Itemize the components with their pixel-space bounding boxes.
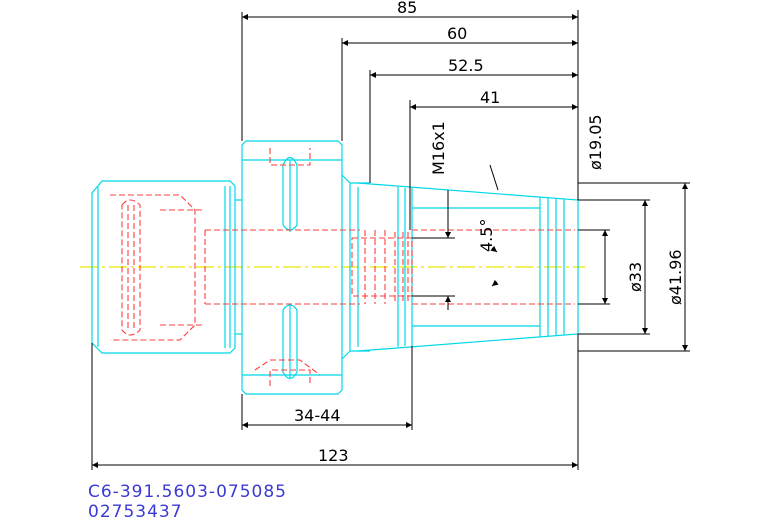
dia-33-label: ø33 bbox=[626, 262, 645, 292]
part-number: C6-391.5603-075085 bbox=[88, 482, 287, 502]
dimension-lines bbox=[91, 10, 690, 470]
holder-outline bbox=[91, 140, 579, 395]
dim-60-label: 60 bbox=[447, 24, 467, 43]
angle-label: 4.5° bbox=[477, 219, 496, 252]
dia-19-05-label: ø19.05 bbox=[586, 114, 605, 170]
dim-123-label: 123 bbox=[318, 446, 349, 465]
thread-label: M16x1 bbox=[429, 121, 448, 175]
dim-52-5-label: 52.5 bbox=[448, 56, 484, 75]
dim-41-label: 41 bbox=[480, 88, 500, 107]
dim-34-44-label: 34-44 bbox=[294, 406, 341, 425]
dim-85-label: 85 bbox=[397, 0, 417, 17]
nose-outline bbox=[357, 182, 579, 352]
code-number: 02753437 bbox=[88, 502, 183, 522]
flange-outline bbox=[241, 140, 343, 395]
shank-outline bbox=[91, 180, 236, 354]
hidden-lines bbox=[110, 148, 575, 386]
dia-41-96-label: ø41.96 bbox=[666, 249, 685, 305]
